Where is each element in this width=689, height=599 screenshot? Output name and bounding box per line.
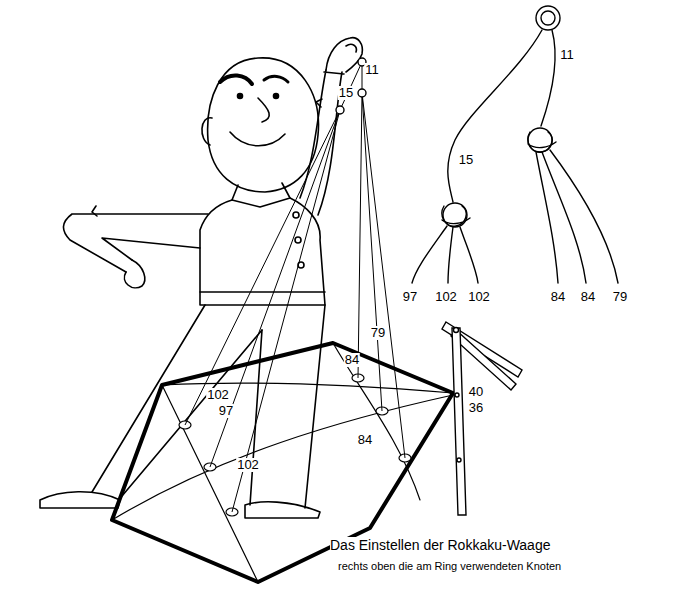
- callout-number: 79: [612, 290, 628, 304]
- arm: [63, 214, 208, 272]
- caption-text: rechts oben die am Ring verwendeten Knot…: [338, 560, 561, 572]
- cord: [536, 152, 558, 283]
- leg: [92, 305, 262, 496]
- bridle-line: [185, 110, 340, 512]
- hand: [326, 38, 362, 72]
- hand: [124, 260, 144, 288]
- ring: [536, 6, 560, 30]
- stand-hinge: [455, 393, 459, 397]
- callout-number: 11: [559, 48, 575, 62]
- callout-number: 97: [402, 290, 418, 304]
- belt-line: [200, 291, 325, 293]
- eyebrow: [264, 76, 288, 82]
- callout-number: 84: [357, 433, 373, 447]
- button: [295, 237, 301, 243]
- callout-number: 40: [468, 385, 484, 399]
- cord: [550, 150, 618, 283]
- knot-detail: [412, 6, 618, 283]
- cord: [460, 227, 478, 283]
- bridle: [185, 58, 405, 512]
- nose: [258, 98, 269, 122]
- callout-number: 11: [364, 63, 380, 77]
- callout-number: 102: [236, 458, 260, 472]
- mouth: [230, 132, 285, 146]
- cord: [448, 227, 453, 283]
- bridle-point: [226, 508, 238, 516]
- ring: [336, 106, 344, 114]
- callout-number: 102: [434, 290, 458, 304]
- stand-pole: [452, 328, 466, 515]
- callout-number: 84: [580, 290, 596, 304]
- callout-number: 15: [458, 153, 474, 167]
- shoe: [245, 502, 320, 518]
- callout-number: 102: [206, 388, 230, 402]
- title-text: Das Einstellen der Rokkaku-Waage: [330, 537, 550, 553]
- leg: [250, 305, 325, 508]
- eyebrow: [220, 75, 252, 84]
- head: [208, 58, 319, 192]
- eye: [238, 94, 243, 99]
- cord: [542, 152, 586, 283]
- spar: [112, 395, 453, 520]
- stand-hinge: [454, 328, 459, 333]
- ring: [541, 11, 555, 25]
- callout-number: 97: [218, 404, 234, 418]
- stand-hinge: [457, 458, 461, 462]
- callout-number: 15: [338, 86, 354, 100]
- callout-number: 102: [467, 290, 491, 304]
- knot: [528, 132, 556, 152]
- cord: [541, 30, 555, 126]
- cord: [412, 226, 447, 283]
- knot: [442, 206, 470, 226]
- stand: [442, 322, 522, 515]
- ring: [358, 89, 366, 97]
- torso: [200, 198, 325, 305]
- button: [293, 212, 299, 218]
- callout-number: 84: [344, 353, 360, 367]
- callout-number: 36: [468, 401, 484, 415]
- eye: [274, 94, 279, 99]
- man-figure: [40, 38, 362, 518]
- cuff-link: [92, 206, 97, 216]
- callout-number: 79: [370, 326, 386, 340]
- shoe: [40, 492, 120, 508]
- spar: [162, 385, 258, 582]
- ear: [202, 118, 212, 145]
- callout-number: 84: [550, 290, 566, 304]
- bridle-line: [358, 93, 405, 458]
- cord: [448, 30, 542, 202]
- collar: [232, 183, 290, 207]
